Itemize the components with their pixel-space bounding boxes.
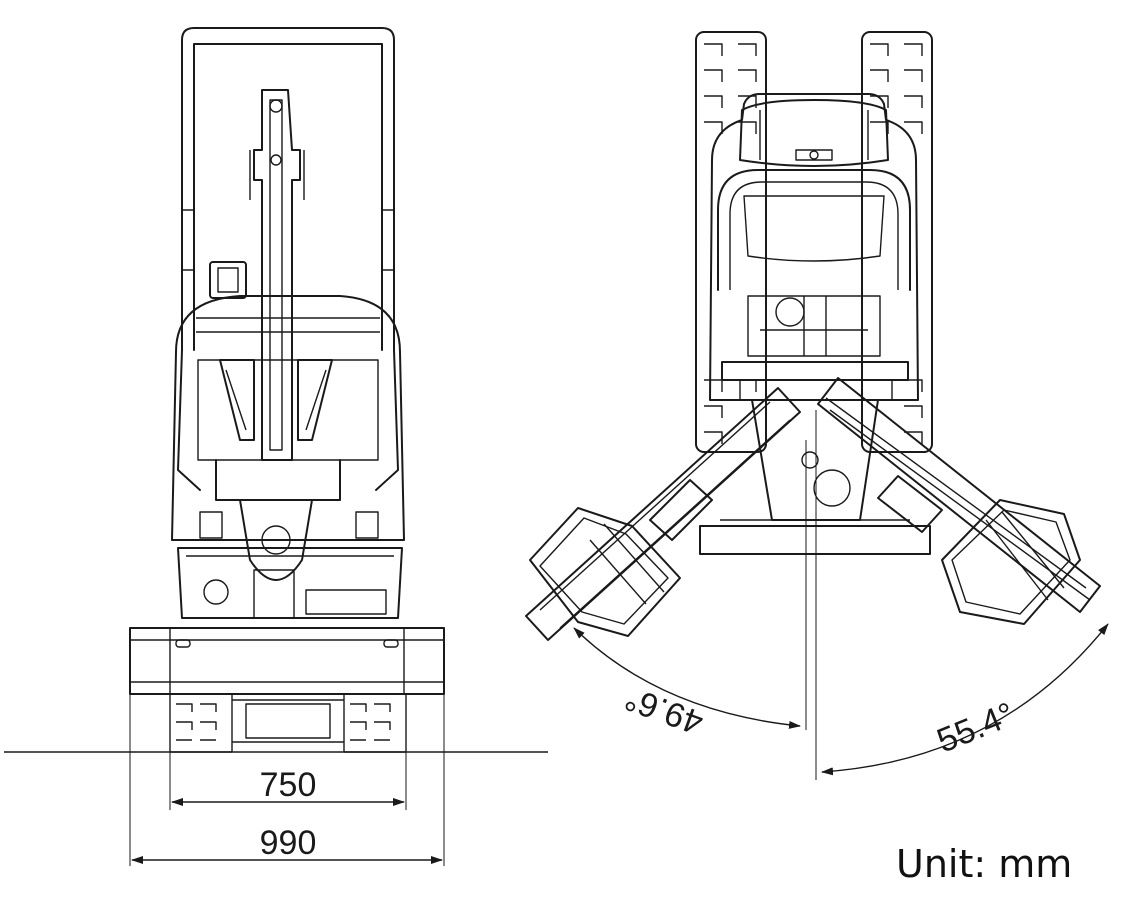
top-view: 49.6° 55.4°: [525, 31, 1109, 780]
boom-left-swing: [525, 387, 801, 641]
track-grousers: [704, 43, 923, 444]
front-view: 750 990: [4, 27, 548, 866]
dim-swing-right: 55.4°: [932, 695, 1020, 760]
arc-left-swing: [573, 627, 801, 729]
dim-overall-width: 990: [260, 824, 317, 862]
arc-right-swing: [821, 623, 1109, 776]
dim-swing-left: 49.6°: [620, 679, 708, 742]
dim-track-gauge: 750: [260, 766, 317, 804]
track-pads: [169, 693, 407, 753]
boom-right-swing: [817, 377, 1101, 625]
unit-label: Unit: mm: [896, 842, 1073, 886]
